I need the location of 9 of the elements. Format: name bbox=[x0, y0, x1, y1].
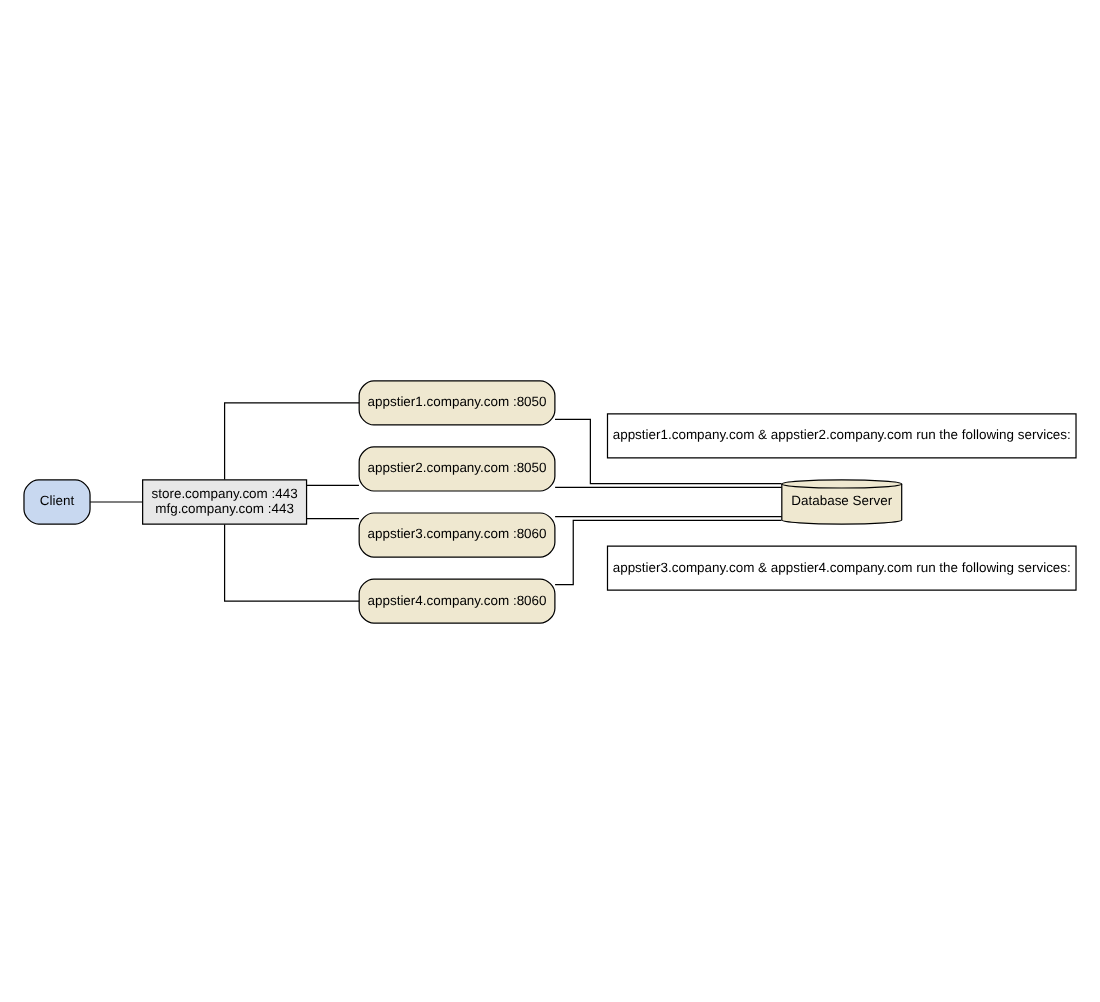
connector bbox=[89, 500, 144, 502]
connector bbox=[554, 485, 783, 487]
connector bbox=[554, 518, 783, 585]
connector bbox=[306, 483, 360, 486]
connector bbox=[554, 515, 783, 517]
connector bbox=[554, 417, 783, 484]
connector bbox=[306, 516, 360, 519]
connector bbox=[224, 522, 360, 601]
connector bbox=[224, 401, 360, 480]
